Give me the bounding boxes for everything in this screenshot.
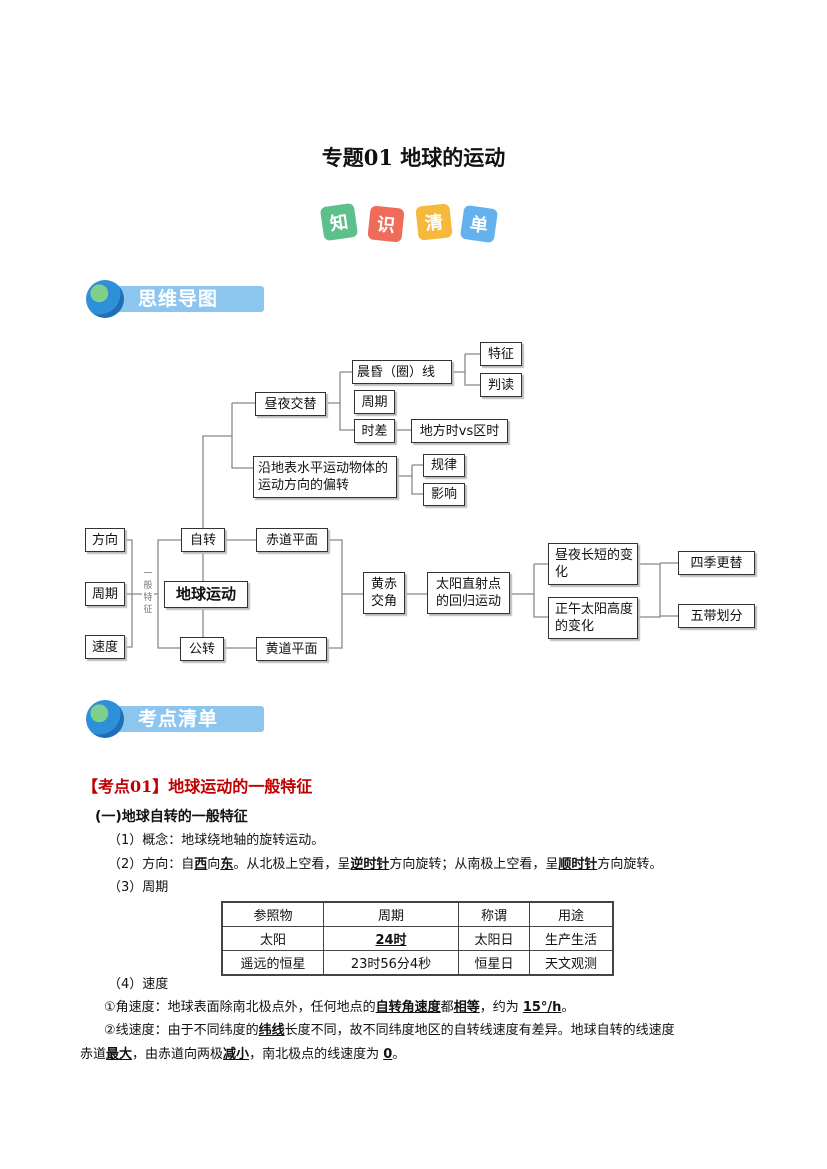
banner-label: 思维导图 <box>106 286 264 312</box>
mm-sun-migration: 太阳直射点的回归运动 <box>427 572 510 614</box>
section-banner-mindmap: 思维导图 <box>86 280 264 318</box>
mm-reading: 判读 <box>480 373 522 397</box>
table-row: 遥远的恒星 23时56分4秒 恒星日 天文观测 <box>221 950 614 976</box>
text: ，南北极点的线速度为 <box>249 1047 384 1062</box>
mm-general-features-label: 一般特征 <box>143 569 153 615</box>
topic-heading: 【考点01】地球运动的一般特征 <box>82 777 313 796</box>
mm-features: 特征 <box>480 342 522 366</box>
angular-speed-line: ①角速度：地球表面除南北极点外，任何地点的自转角速度都相等，约为 15°/h。 <box>104 999 574 1017</box>
text: 。 <box>392 1047 406 1062</box>
mm-influence: 影响 <box>423 483 465 506</box>
answer: 纬线 <box>258 1023 285 1038</box>
text: ①角速度：地球表面除南北极点外，任何地点的 <box>104 1000 376 1015</box>
text: 方向旋转；从南极上空看，呈 <box>389 857 559 872</box>
banner-label: 考点清单 <box>106 706 264 732</box>
mm-equator-plane: 赤道平面 <box>256 528 328 552</box>
period-label: （3）周期 <box>108 880 169 895</box>
sub-heading: (一)地球自转的一般特征 <box>95 809 248 825</box>
table-header-row: 参照物 周期 称谓 用途 <box>221 901 614 927</box>
section-banner-checklist: 考点清单 <box>86 700 264 738</box>
text: 长度不同，故不同纬度地区的自转线速度有差异。地球自转的线速度 <box>284 1023 675 1038</box>
mm-day-night: 昼夜交替 <box>255 392 326 416</box>
answer: 最大 <box>106 1047 133 1062</box>
mm-day-length: 昼夜长短的变化 <box>548 543 638 585</box>
period-table: 参照物 周期 称谓 用途 太阳 24时 太阳日 生产生活 遥远的恒星 23时56… <box>221 901 614 976</box>
speed-label: （4）速度 <box>108 977 169 992</box>
table-cell: 23时56分4秒 <box>323 950 459 976</box>
linear-speed-line-2: 赤道最大，由赤道向两极减小，南北极点的线速度为 0。 <box>80 1046 405 1064</box>
table-row: 太阳 24时 太阳日 生产生活 <box>221 926 614 951</box>
mm-time-diff: 时差 <box>354 419 395 443</box>
answer: 西 <box>194 857 208 872</box>
mm-direction: 方向 <box>85 528 125 552</box>
mm-ecliptic-plane: 黄道平面 <box>256 637 327 661</box>
table-header: 用途 <box>529 901 614 927</box>
table-cell: 太阳 <box>221 926 324 951</box>
text: 方向旋转。 <box>597 857 663 872</box>
mm-obliquity: 黄赤交角 <box>363 572 405 614</box>
mm-deflection: 沿地表水平运动物体的运动方向的偏转 <box>253 456 397 498</box>
answer: 0 <box>383 1047 393 1062</box>
table-cell: 天文观测 <box>529 950 614 976</box>
answer: 顺时针 <box>558 857 598 872</box>
answer: 自转角速度 <box>375 1000 441 1015</box>
table-cell: 24时 <box>323 926 459 951</box>
text: ，由赤道向两极 <box>132 1047 224 1062</box>
mm-noon-altitude: 正午太阳高度的变化 <box>548 597 638 639</box>
mm-zones: 五带划分 <box>678 604 755 628</box>
mm-terminator: 晨昏（圈）线 <box>352 360 452 384</box>
globe-icon <box>86 280 124 318</box>
text: 。 <box>561 1000 575 1015</box>
concept-line: （1）概念：地球绕地轴的旋转运动。 <box>108 833 325 848</box>
text: 。从北极上空看，呈 <box>233 857 351 872</box>
mm-revolution: 公转 <box>180 637 224 661</box>
text: ②线速度：由于不同纬度的 <box>104 1023 259 1038</box>
mm-speed: 速度 <box>85 635 125 659</box>
table-cell: 生产生活 <box>529 926 614 951</box>
table-header: 称谓 <box>458 901 530 927</box>
table-cell: 遥远的恒星 <box>221 950 324 976</box>
mm-period: 周期 <box>85 582 125 606</box>
answer: 东 <box>220 857 234 872</box>
globe-icon <box>86 700 124 738</box>
mm-rotation: 自转 <box>181 528 225 552</box>
mm-rule: 规律 <box>423 454 465 477</box>
mm-day-period: 周期 <box>354 390 395 414</box>
text: ，约为 <box>479 1000 523 1015</box>
answer: 15°/h <box>522 1000 562 1015</box>
text: 赤道 <box>80 1047 107 1062</box>
linear-speed-line: ②线速度：由于不同纬度的纬线长度不同，故不同纬度地区的自转线速度有差异。地球自转… <box>104 1022 675 1040</box>
page-title: 专题01 地球的运动 <box>321 145 506 170</box>
table-header: 周期 <box>323 901 459 927</box>
answer: 相等 <box>453 1000 480 1015</box>
table-cell: 太阳日 <box>458 926 530 951</box>
text: 都 <box>440 1000 454 1015</box>
direction-line: （2）方向：自西向东。从北极上空看，呈逆时针方向旋转；从南极上空看，呈顺时针方向… <box>108 856 662 874</box>
table-header: 参照物 <box>221 901 324 927</box>
answer: 减小 <box>223 1047 250 1062</box>
table-cell: 恒星日 <box>458 950 530 976</box>
answer: 逆时针 <box>350 857 390 872</box>
mindmap-connectors <box>125 353 678 649</box>
text: （2）方向：自 <box>108 857 195 872</box>
mm-seasons: 四季更替 <box>678 551 755 575</box>
text: 向 <box>207 857 221 872</box>
mm-local-vs-zone: 地方时vs区时 <box>411 419 508 443</box>
mm-root: 地球运动 <box>164 581 248 608</box>
